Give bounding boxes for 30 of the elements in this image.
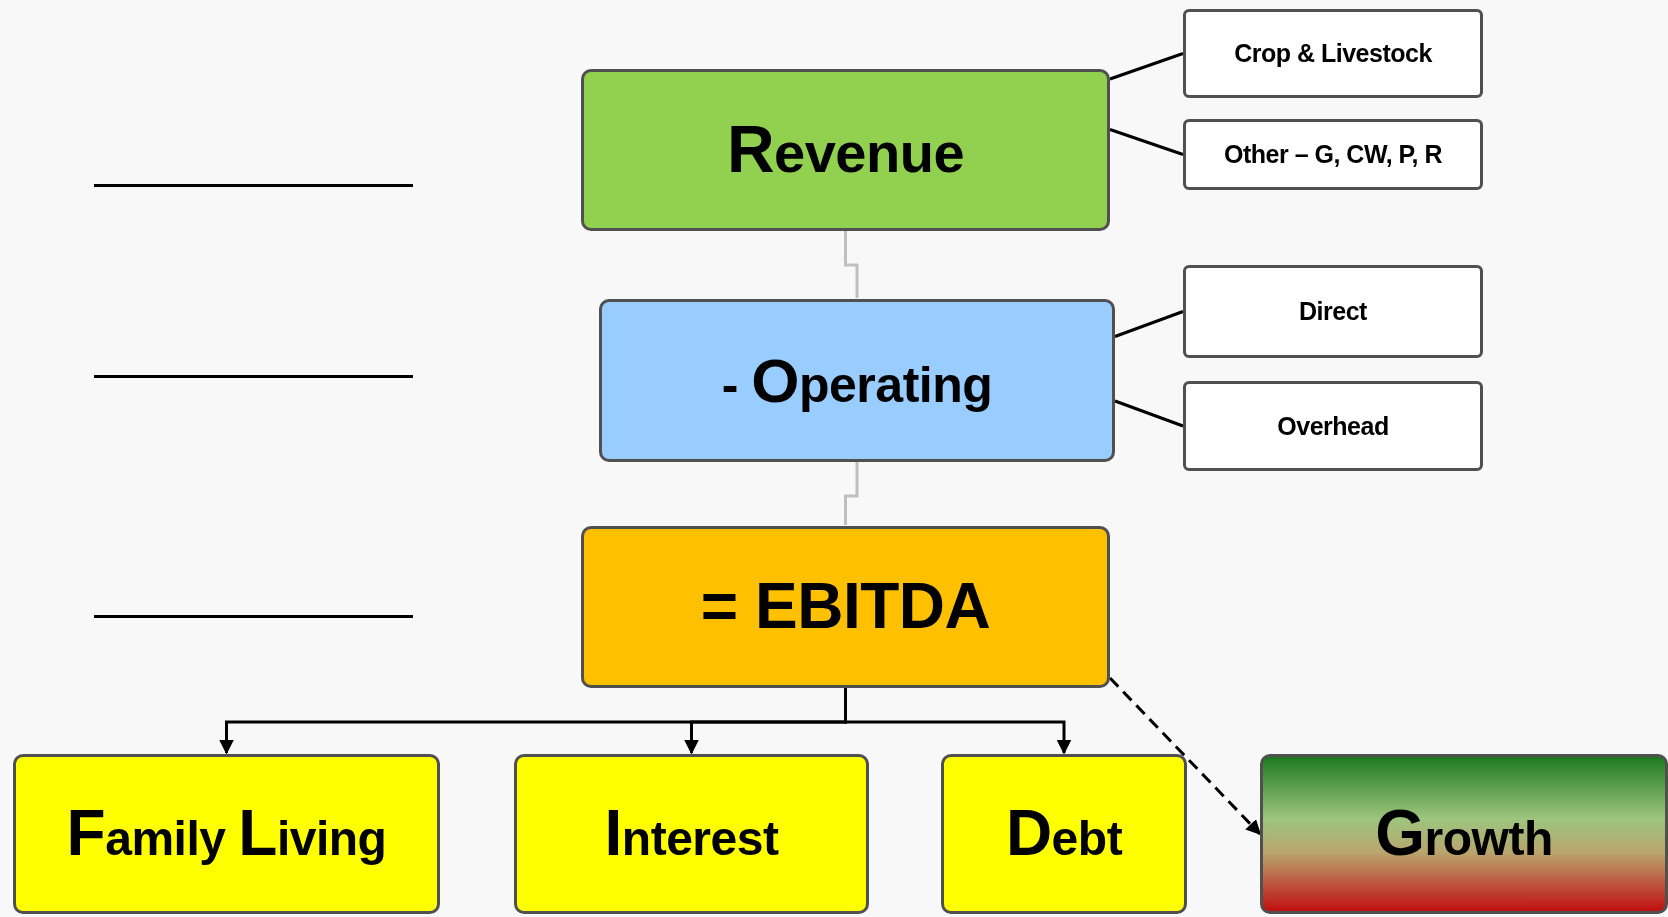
connector-line [1108, 676, 1262, 836]
process-box [514, 754, 869, 914]
process-box [13, 754, 440, 914]
connector-line [844, 688, 1072, 755]
connector-line [844, 462, 859, 525]
connector-line [1114, 310, 1184, 338]
node-label: Debt [1005, 800, 1123, 868]
process-box [581, 69, 1110, 231]
category-box [1260, 754, 1668, 914]
node-label: Crop & Livestock [1234, 40, 1432, 67]
detail-box [1183, 381, 1483, 471]
detail-box [1183, 9, 1483, 98]
node-label: Other – G, CW, P, R [1224, 141, 1442, 168]
node-label: Overhead [1277, 412, 1389, 440]
connector-line [1109, 52, 1184, 81]
node-label: Revenue [726, 115, 965, 185]
node-label: = EBITDA [700, 573, 991, 641]
node-label: Direct [1299, 298, 1367, 325]
process-box [599, 299, 1115, 462]
node-label: - Operating [721, 347, 993, 414]
connector-line [1114, 399, 1184, 428]
detail-box [1183, 119, 1483, 190]
detail-box [1183, 265, 1483, 358]
process-box [581, 526, 1110, 688]
node-label: Growth [1375, 800, 1553, 868]
node-label: Interest [604, 800, 779, 868]
connector-line [844, 231, 859, 298]
connector-line [1109, 128, 1184, 156]
process-box [941, 754, 1187, 914]
node-label: Family Living [66, 800, 387, 868]
